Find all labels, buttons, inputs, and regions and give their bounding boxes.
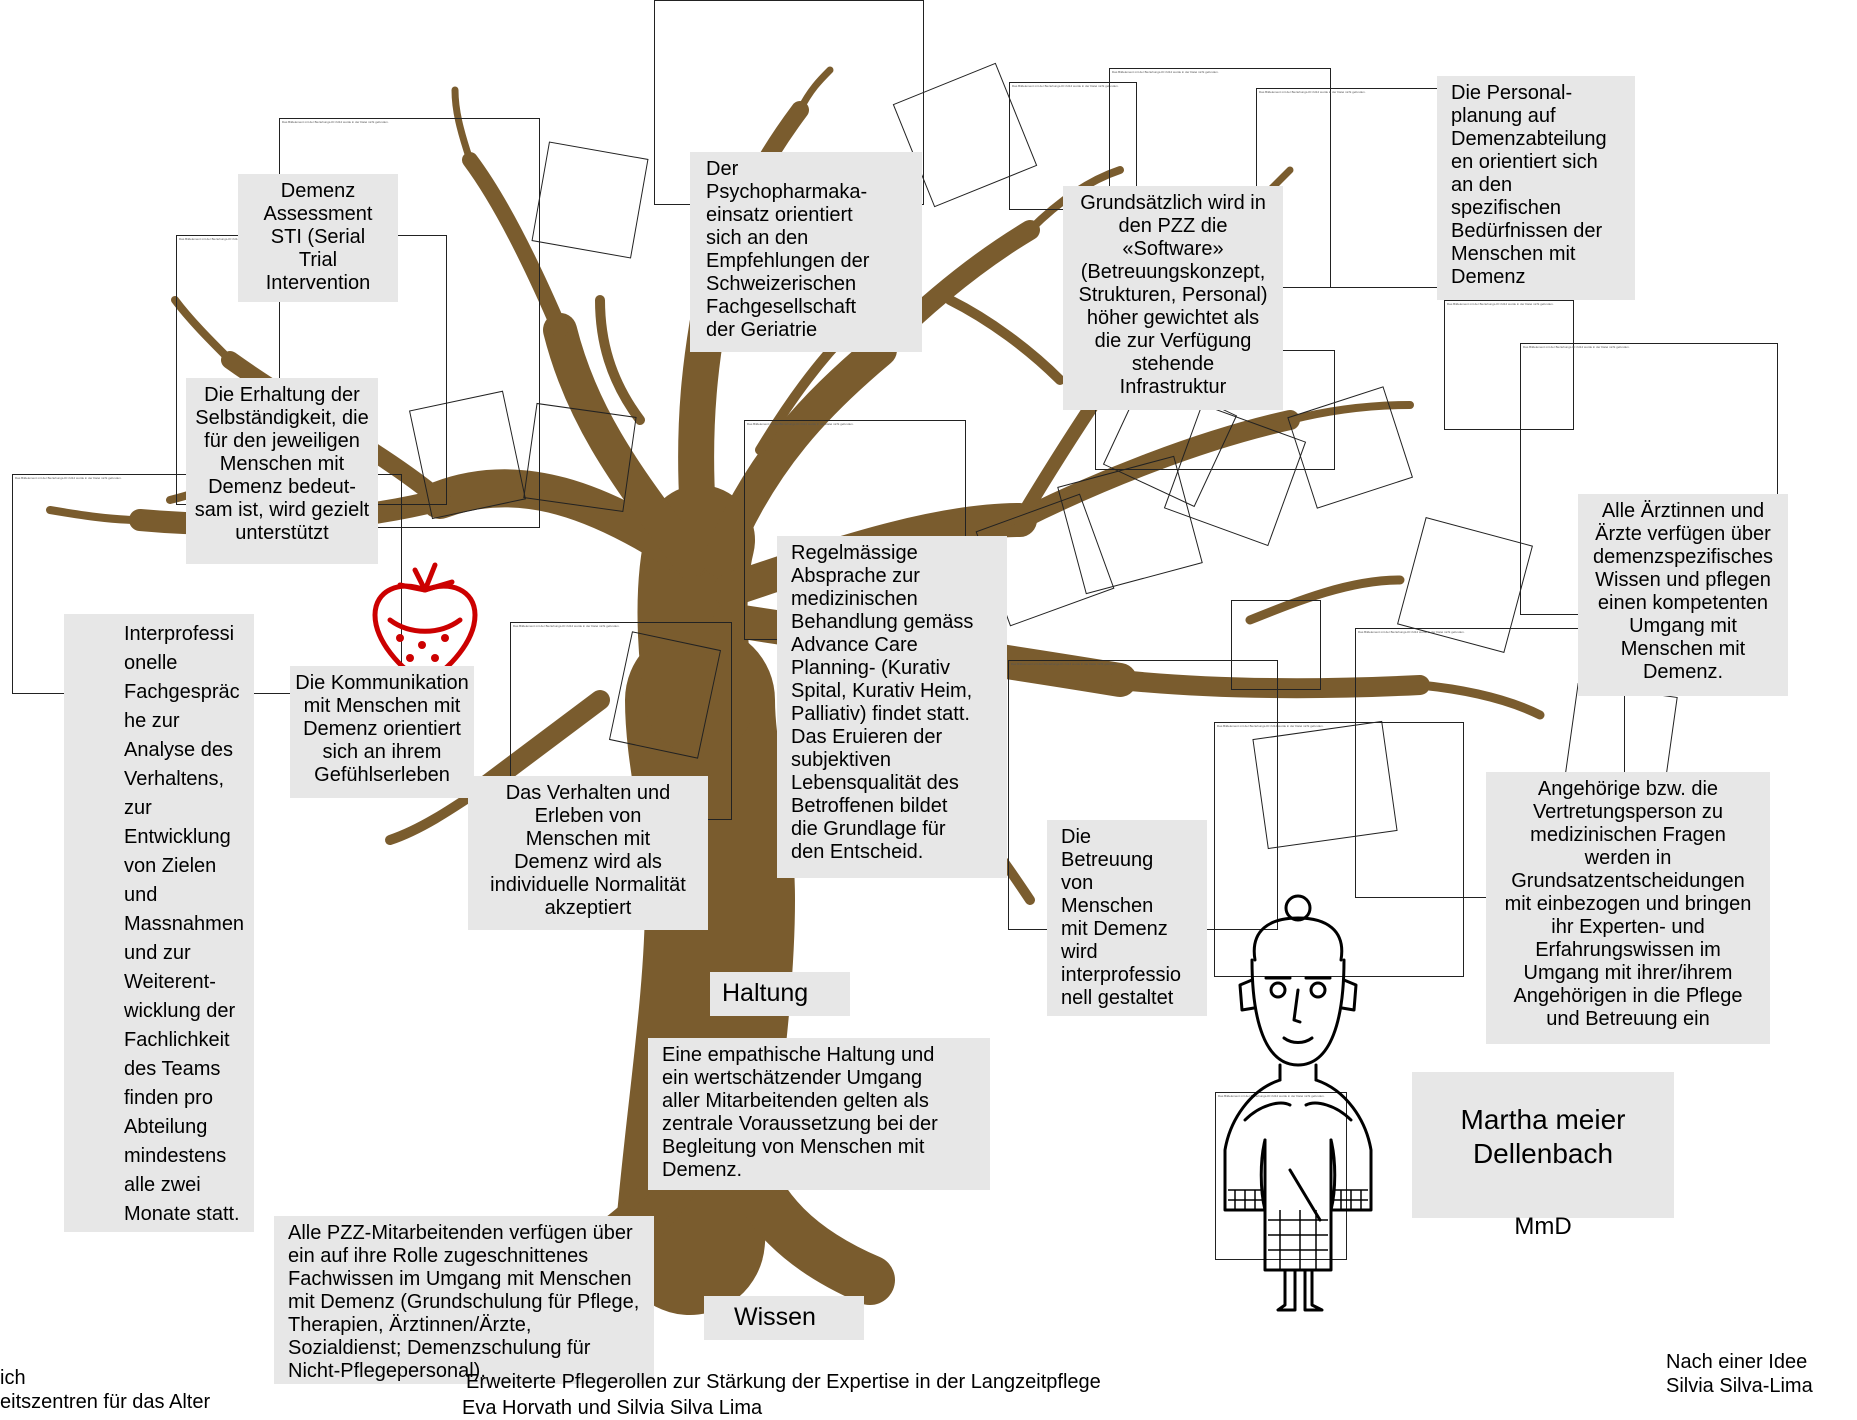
image-placeholder-frame xyxy=(1231,600,1321,690)
note-regelmaessig: Regelmässige Absprache zur medizinischen… xyxy=(777,536,1007,878)
note-verhalten: Das Verhalten und Erleben von Menschen m… xyxy=(468,776,708,930)
note-grundsaetzlich: Grundsätzlich wird in den PZZ die «Softw… xyxy=(1063,186,1283,410)
note-demenz-assessment: Demenz Assessment STI (Serial Trial Inte… xyxy=(238,174,398,302)
note-empathisch: Eine empathische Haltung und ein wertsch… xyxy=(648,1038,990,1190)
rotated-frame xyxy=(1287,386,1414,509)
rotated-frame xyxy=(523,402,637,513)
grandmother-figure xyxy=(1223,894,1373,1312)
note-kommunikation: Die Kommunikation mit Menschen mit Demen… xyxy=(290,666,474,798)
note-alle-pzz: Alle PZZ-Mitarbeitenden verfügen über ei… xyxy=(274,1216,654,1384)
image-placeholder-frame: Das Bildelement mit der Beziehungs-ID rI… xyxy=(1215,1092,1347,1260)
image-placeholder-frame: Das Bildelement mit der Beziehungs-ID rI… xyxy=(279,118,540,528)
label-wissen: Wissen xyxy=(704,1296,864,1340)
note-angehoerige: Angehörige bzw. die Vertretungsperson zu… xyxy=(1486,772,1770,1044)
rotated-frame xyxy=(408,390,526,520)
note-aerztinnen: Alle Ärztinnen und Ärzte verfügen über d… xyxy=(1578,494,1788,696)
note-erhaltung: Die Erhaltung der Selbständigkeit, die f… xyxy=(186,378,378,564)
rotated-frame xyxy=(1397,517,1533,653)
note-betreuung: Die Betreuung von Menschen mit Demenz wi… xyxy=(1047,820,1207,1016)
rotated-frame xyxy=(531,141,649,259)
rotated-frame xyxy=(608,631,722,759)
rotated-frame xyxy=(1057,455,1203,595)
note-personalplanung: Die Personal- planung auf Demenzabteilun… xyxy=(1437,76,1635,300)
label-haltung: Haltung xyxy=(710,972,850,1016)
person-name: Martha meier Dellenbach xyxy=(1460,1104,1626,1169)
image-placeholder-frame: Das Bildelement mit der Beziehungs-ID rI… xyxy=(1444,300,1574,430)
footer-center-title: Erweiterte Pflegerollen zur Stärkung der… xyxy=(466,1371,1101,1393)
footer-center-authors: Eva Horvath und Silvia Silva Lima xyxy=(462,1397,763,1419)
footer-left: ich eitszentren für das Alter xyxy=(0,1367,211,1413)
footer-right: Nach einer Idee Silvia Silva-Lima xyxy=(1666,1351,1813,1397)
note-interprofessionelle: Interprofessi onelle Fachgespräc he zur … xyxy=(64,614,254,1232)
rotated-frame xyxy=(1163,403,1307,547)
note-psychopharmaka: Der Psychopharmaka- einsatz orientiert s… xyxy=(690,152,922,352)
rotated-frame xyxy=(1252,720,1398,850)
image-placeholder-frame: Das Bildelement mit der Beziehungs-ID rI… xyxy=(1214,722,1464,977)
person-abbreviation: MmD xyxy=(1514,1213,1572,1240)
martha-name-card: Martha meier Dellenbach MmD xyxy=(1412,1072,1674,1240)
